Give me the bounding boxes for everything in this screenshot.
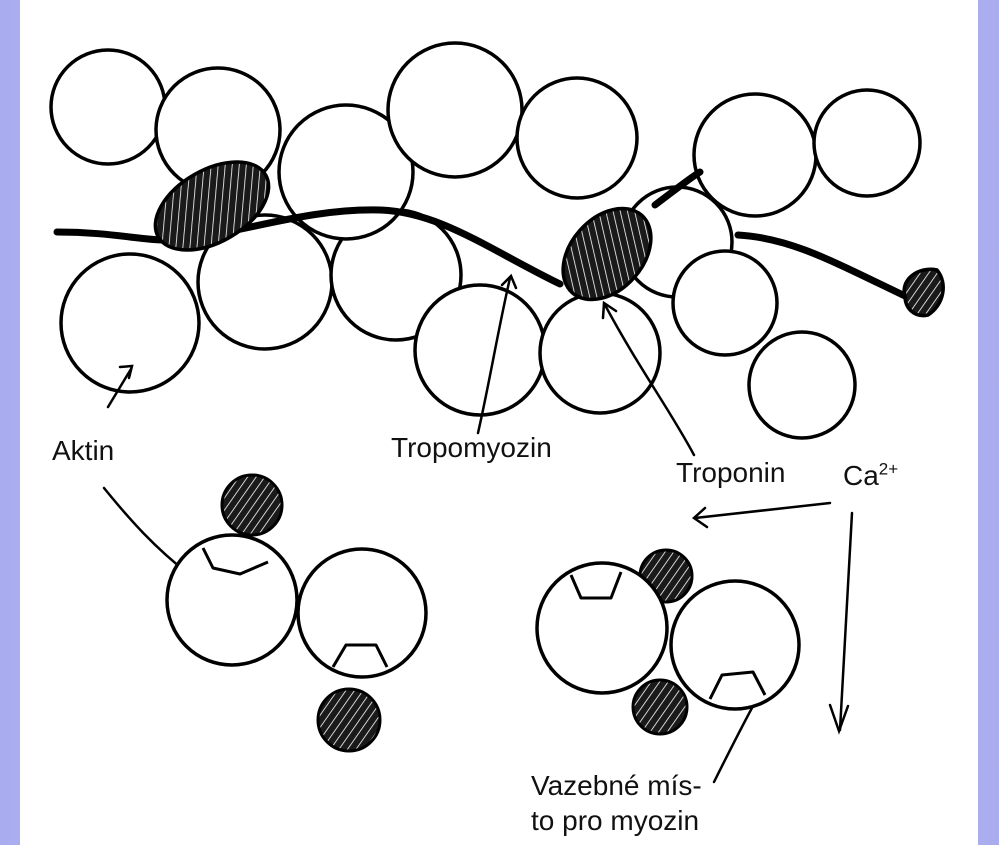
- label-aktin: Aktin: [52, 436, 114, 467]
- calcium-arrow-left-line: [695, 503, 830, 518]
- troponin-blocker: [633, 680, 687, 734]
- actin-monomer: [415, 285, 545, 415]
- troponin-blocker: [222, 475, 282, 535]
- actin-filament-diagram: [20, 0, 978, 845]
- actin-monomer: [517, 78, 637, 198]
- actin-monomer: [540, 293, 660, 413]
- aktin-lower-pointer-line: [104, 488, 190, 575]
- diagram-canvas: [20, 0, 978, 845]
- actin-monomer: [537, 563, 667, 693]
- actin-monomer: [671, 581, 799, 709]
- label-calcium-base: Ca: [843, 460, 879, 491]
- actin-monomer: [51, 50, 165, 164]
- troponin-blocker: [318, 689, 380, 751]
- label-troponin: Troponin: [676, 458, 785, 489]
- label-binding-site-line1: Vazebné mís-: [531, 771, 702, 802]
- label-tropomyozin: Tropomyozin: [391, 433, 552, 464]
- label-calcium: Ca2+: [843, 461, 898, 492]
- actin-monomer: [298, 549, 426, 677]
- actin-monomer: [749, 332, 855, 438]
- actin-monomer: [388, 43, 522, 177]
- label-binding-site-line2: to pro myozin: [531, 806, 699, 837]
- actin-monomer: [167, 535, 297, 665]
- calcium-arrow-down-line: [840, 513, 852, 730]
- actin-monomer: [814, 90, 920, 196]
- label-calcium-charge: 2+: [879, 460, 898, 479]
- actin-monomer: [694, 94, 816, 216]
- actin-monomer: [673, 251, 777, 355]
- troponin-complex: [904, 269, 943, 315]
